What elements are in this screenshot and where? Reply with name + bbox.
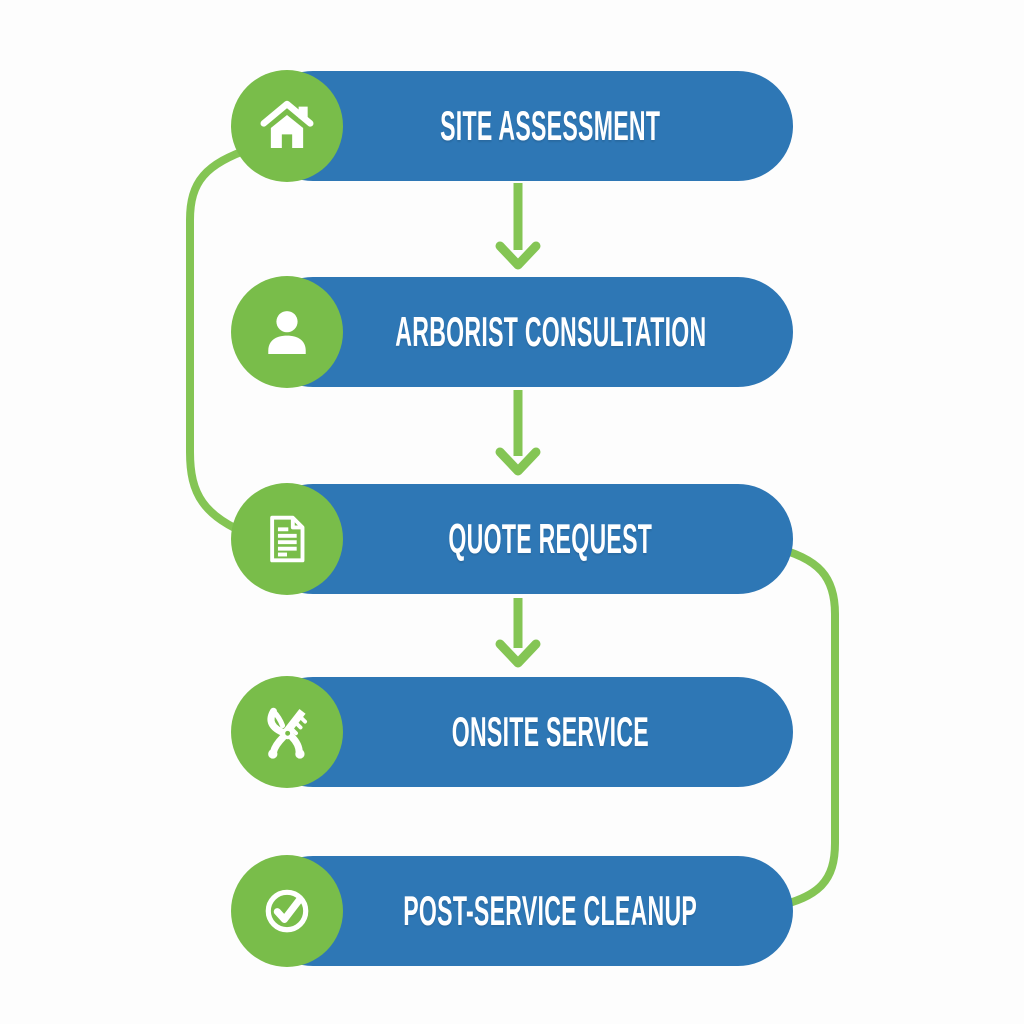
step-label: QUOTE REQUEST: [448, 515, 653, 562]
step-label: POST-SERVICE CLEANUP: [403, 887, 698, 934]
step-label: ARBORIST CONSULTATION: [394, 308, 707, 355]
step-pill: ONSITE SERVICE: [258, 677, 793, 787]
step-pill: SITE ASSESSMENT: [258, 71, 793, 181]
step-label: SITE ASSESSMENT: [440, 102, 661, 149]
step-onsite-service: ONSITE SERVICE: [231, 676, 793, 788]
home-icon: [231, 70, 343, 182]
pruning-tools-icon: [231, 676, 343, 788]
step-pill: POST-SERVICE CLEANUP: [258, 856, 793, 966]
arrow-head-step1-to-step2: [495, 241, 541, 270]
arrow-head-step3-to-step4: [495, 639, 541, 668]
step-quote-request: QUOTE REQUEST: [231, 483, 793, 595]
person-icon: [231, 276, 343, 388]
step-arborist-consultation: ARBORIST CONSULTATION: [231, 276, 793, 388]
step-site-assessment: SITE ASSESSMENT: [231, 70, 793, 182]
arrow-head-step2-to-step3: [495, 447, 541, 476]
step-pill: ARBORIST CONSULTATION: [258, 277, 793, 387]
step-label: ONSITE SERVICE: [451, 708, 650, 755]
step-post-service-cleanup: POST-SERVICE CLEANUP: [231, 855, 793, 967]
document-icon: [231, 483, 343, 595]
step-pill: QUOTE REQUEST: [258, 484, 793, 594]
check-circle-icon: [231, 855, 343, 967]
